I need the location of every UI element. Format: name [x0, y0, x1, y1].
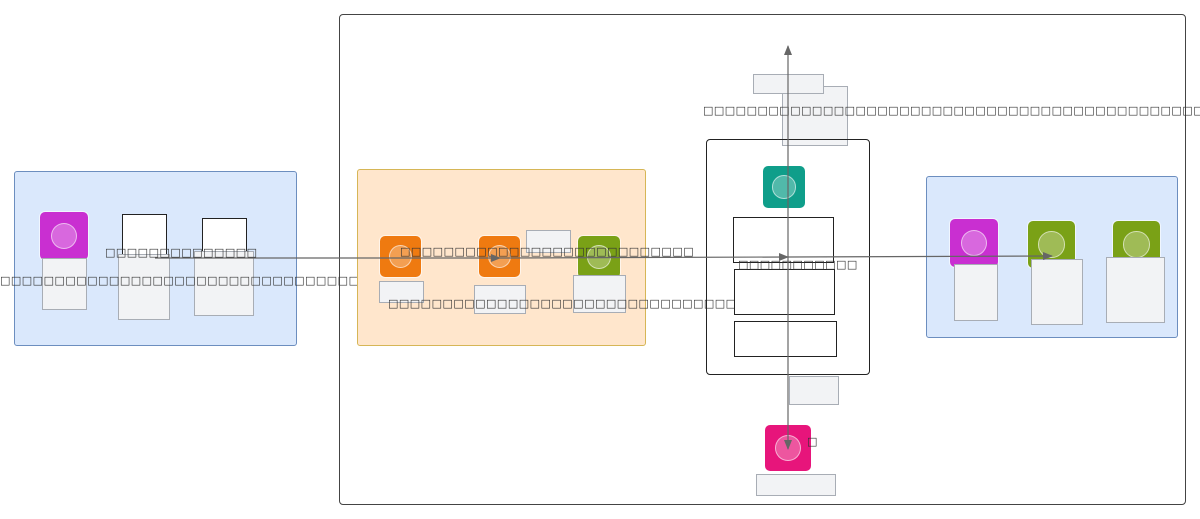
top-node-1[interactable]: [782, 86, 848, 146]
cluster-caption-2: □□□□□□□□□□□□□□□□□□□□□□□□□□□□□□□□□: [388, 297, 748, 310]
edge-cluster-to-stack: [499, 253, 789, 262]
right-zone-node-3[interactable]: [1106, 257, 1165, 323]
right-zone-node-1[interactable]: [954, 264, 998, 321]
cluster-storage-icon: [578, 236, 620, 278]
stack-service-icon: [763, 166, 805, 208]
left-zone-caption: □□□□□□□□□□□□□□: [105, 246, 258, 259]
cluster-node-3[interactable]: [526, 230, 571, 253]
left-zone-service-icon: [40, 212, 88, 260]
right-zone-service-icon: [950, 219, 998, 267]
edge-stack-to-right: [787, 252, 1053, 261]
stack-box-2[interactable]: [734, 269, 835, 315]
cluster-node-4[interactable]: [573, 275, 626, 313]
stack-bottom-node[interactable]: [789, 376, 839, 405]
cluster-node-2[interactable]: [474, 285, 526, 314]
left-zone-node-2[interactable]: [118, 254, 170, 320]
stack-caption: □□□□□□□□□□□: [738, 258, 858, 271]
cluster-caption: □□□□□□□□□□□□□□□□□□□□□□□□□□□: [400, 245, 695, 258]
stack-box-3[interactable]: [734, 321, 837, 357]
cluster-node-1[interactable]: [379, 281, 424, 303]
top-caption: □□□□□□□□□□□□□□□□□□□□□□□□□□□□□□□□□□□□□□□□…: [703, 104, 1200, 117]
bottom-icon-caption: □: [807, 435, 818, 448]
right-zone-node-2[interactable]: [1031, 259, 1083, 325]
cluster-compute-icon-2: [479, 236, 520, 277]
left-zone-caption-2: □□□□□□□□□□□□□□□□□□□□□□□□□□□□□□□□□□□□: [0, 274, 393, 287]
bottom-node[interactable]: [756, 474, 836, 496]
left-zone-node-3[interactable]: [194, 251, 254, 316]
main-frame: [339, 14, 1186, 505]
cluster-compute-icon-1: [380, 236, 421, 277]
left-zone-node-1[interactable]: [42, 258, 87, 310]
